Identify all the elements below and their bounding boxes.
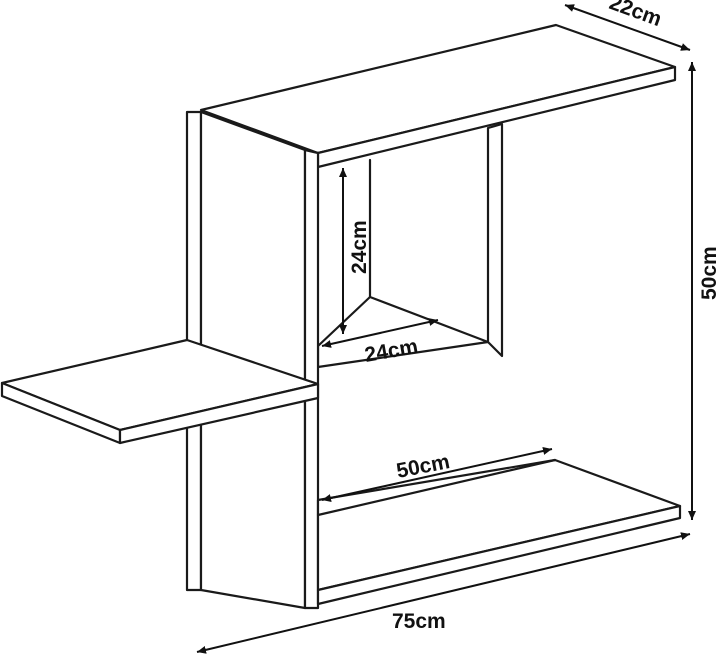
middle-divider [303,148,320,610]
dim-lower-shelf-line [321,447,553,502]
dim-total-width-line [196,532,691,654]
left-shelf-right-edge [118,382,320,445]
dim-total-width-label: 75cm [392,610,446,633]
dim-height-label: 50cm [698,246,720,300]
dim-cube-width-line [321,318,439,348]
dim-cube-height-label: 24cm [348,220,371,274]
cube-right-wall [486,122,504,358]
dim-depth-label: 22cm [606,0,664,31]
dim-depth-line [564,4,691,51]
